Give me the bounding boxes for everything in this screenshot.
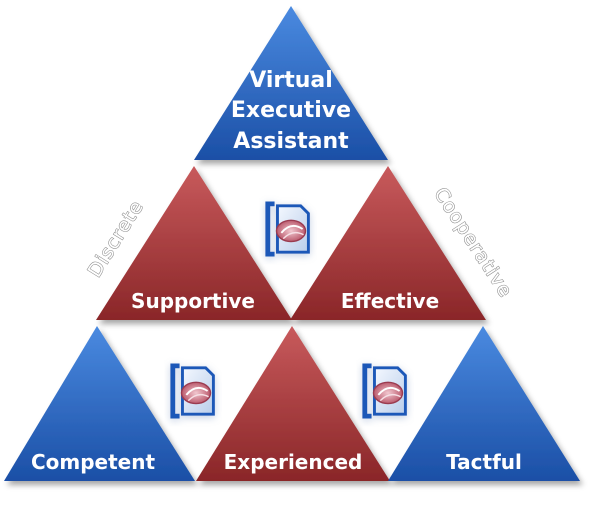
label-supportive: Supportive [131, 289, 255, 313]
triangle-top [194, 6, 388, 160]
triangle-tactful [388, 326, 580, 481]
top-triangle-line-1: Virtual [249, 68, 333, 93]
label-competent: Competent [31, 450, 156, 474]
triangle-competent [4, 326, 195, 481]
label-tactful: Tactful [446, 450, 522, 474]
label-experienced: Experienced [224, 450, 363, 474]
label-effective: Effective [341, 289, 439, 313]
triangle-experienced [196, 326, 390, 481]
brand-logo-icon [365, 366, 406, 416]
triangle-supportive [96, 166, 292, 320]
brand-logo-icon [173, 366, 214, 416]
top-triangle-line-2: Executive [231, 98, 351, 123]
brand-logo-icon [268, 204, 309, 254]
top-triangle-line-3: Assistant [233, 129, 349, 154]
triangle-effective [290, 166, 486, 320]
